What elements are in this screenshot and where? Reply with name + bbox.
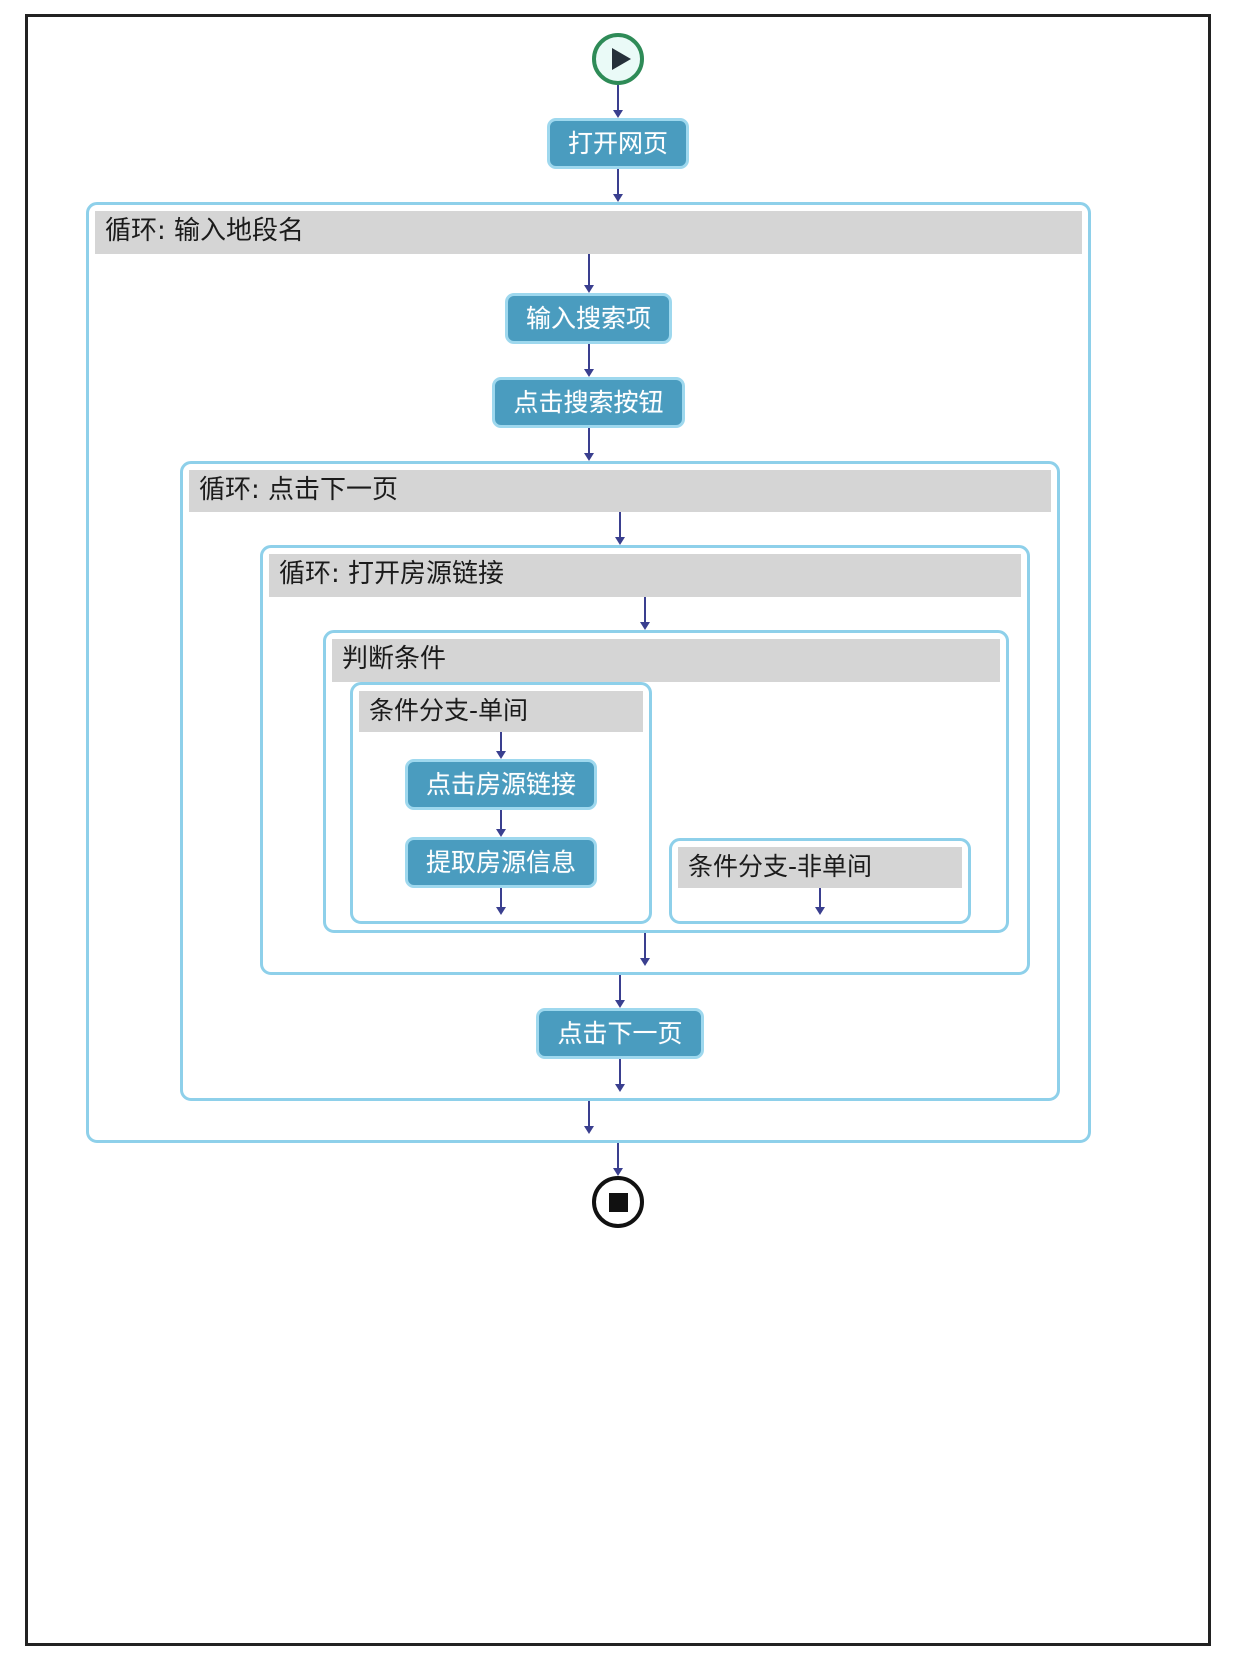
stop-icon bbox=[608, 1192, 628, 1212]
node-extract-listing-info[interactable]: 提取房源信息 bbox=[404, 837, 597, 889]
arrow-loop1-to-end bbox=[611, 1143, 625, 1177]
arrow-loop2-to-loop3 bbox=[613, 512, 627, 546]
condition-header: 判断条件 bbox=[332, 639, 1000, 682]
arrow-loop3-to-click-next-page bbox=[613, 975, 627, 1009]
arrow-branch-yes-to-click-listing bbox=[494, 732, 508, 760]
branch-single-room-body: 点击房源链接 提取房源信息 bbox=[359, 732, 643, 916]
flow-root: 打开网页 循环: 输入地段名 输入搜索项 点击搜索按钮 bbox=[28, 17, 1208, 1229]
arrow-condition-to-loop3-end bbox=[638, 933, 652, 967]
loop-district-name-header: 循环: 输入地段名 bbox=[95, 211, 1082, 254]
node-input-search-term[interactable]: 输入搜索项 bbox=[504, 292, 672, 344]
condition-branches: 条件分支-单间 点击房源链接 bbox=[332, 681, 1000, 925]
arrow-branch-yes-exit bbox=[494, 888, 508, 916]
bottom-stack bbox=[113, 1143, 1123, 1229]
arrow-click-search-to-loop2 bbox=[582, 427, 596, 461]
branch-single-room[interactable]: 条件分支-单间 点击房源链接 bbox=[350, 681, 652, 925]
loop-open-listing[interactable]: 循环: 打开房源链接 判断条件 bbox=[260, 545, 1030, 976]
branch-non-single-room-body bbox=[678, 888, 962, 916]
start-node[interactable] bbox=[592, 33, 644, 85]
arrow-start-to-open-page bbox=[611, 85, 625, 118]
branch-non-single-room[interactable]: 条件分支-非单间 bbox=[669, 837, 971, 925]
branch-non-single-room-header: 条件分支-非单间 bbox=[678, 846, 962, 889]
node-open-page[interactable]: 打开网页 bbox=[546, 118, 689, 169]
end-node[interactable] bbox=[592, 1176, 644, 1229]
arrow-input-search-to-click-search bbox=[582, 343, 596, 377]
branch-single-room-header: 条件分支-单间 bbox=[359, 690, 643, 733]
arrow-open-page-to-loop1 bbox=[611, 169, 625, 202]
node-click-next-page[interactable]: 点击下一页 bbox=[536, 1008, 704, 1060]
arrow-loop3-to-condition bbox=[638, 597, 652, 631]
arrow-branch-no-exit bbox=[813, 888, 827, 916]
loop-district-name-body: 输入搜索项 点击搜索按钮 循环: 点击下一页 bbox=[95, 253, 1082, 1135]
node-click-search-button[interactable]: 点击搜索按钮 bbox=[492, 376, 685, 428]
loop-district-name[interactable]: 循环: 输入地段名 输入搜索项 点击搜索按钮 循环: bbox=[86, 202, 1091, 1144]
arrow-loop1-to-input-search bbox=[582, 253, 596, 293]
arrow-loop2-to-loop1-end bbox=[582, 1101, 596, 1135]
flowchart-frame: 打开网页 循环: 输入地段名 输入搜索项 点击搜索按钮 bbox=[25, 14, 1211, 1646]
loop-next-page-header: 循环: 点击下一页 bbox=[189, 469, 1051, 513]
loop-open-listing-body: 判断条件 条件分支-单间 bbox=[269, 597, 1021, 967]
arrow-click-next-page-to-loop2-end bbox=[613, 1059, 627, 1093]
top-stack: 打开网页 bbox=[113, 17, 1123, 202]
loop-next-page-body: 循环: 打开房源链接 判断条件 bbox=[189, 512, 1051, 1093]
arrow-click-listing-to-extract bbox=[494, 810, 508, 838]
loop-open-listing-header: 循环: 打开房源链接 bbox=[269, 554, 1021, 598]
play-icon bbox=[611, 48, 631, 70]
node-click-listing-link[interactable]: 点击房源链接 bbox=[404, 759, 597, 811]
loop-next-page[interactable]: 循环: 点击下一页 循环: 打开房源链接 bbox=[180, 460, 1060, 1102]
condition-block[interactable]: 判断条件 条件分支-单间 bbox=[323, 630, 1009, 934]
